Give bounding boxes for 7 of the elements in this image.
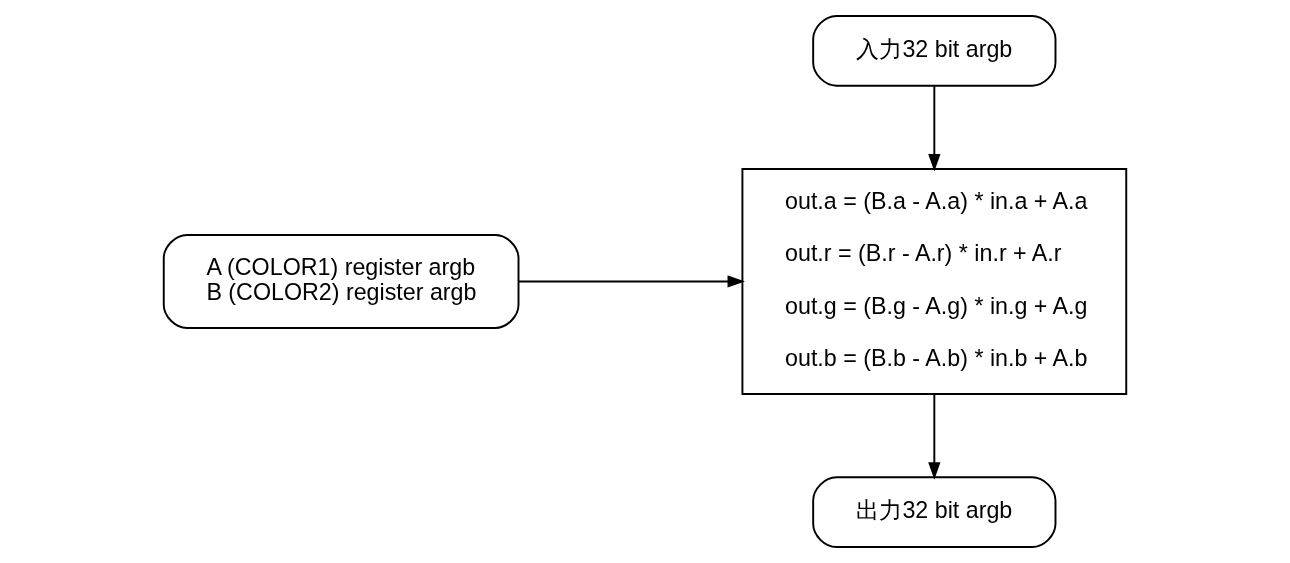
arrow [928, 84, 941, 172]
node-box: out.a = (B.a - A.a) * in.a + A.a out.r = (B.r - A.r) * in.r + A.r out.g = (B.g - A.g) * in.g + A.g out.b = (B.b - A.b) * in.b + A.b [741, 168, 1128, 395]
node-box: A (COLOR1) register argb B (COLOR2) register argb [162, 234, 520, 329]
node-box: 入力32 bit argb [812, 14, 1057, 87]
arrow [518, 275, 745, 288]
node-box: 出力32 bit argb [812, 476, 1057, 549]
arrow [928, 393, 941, 480]
